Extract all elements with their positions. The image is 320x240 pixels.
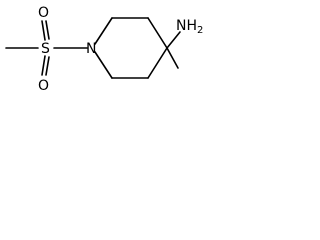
bond-c4-methyl [166, 47, 179, 69]
bond-n-c2 [94, 17, 113, 45]
bond-s-o-top-b [45, 20, 50, 40]
bond-c3-c4 [147, 17, 168, 49]
atom-o-bottom: O [38, 78, 49, 94]
atom-n-amine: NH2 [176, 18, 203, 36]
bond-s-o-top-a [41, 20, 46, 41]
bond-s-o-bottom-a [41, 55, 46, 76]
atom-o-top: O [38, 5, 49, 21]
atom-s: S [41, 41, 50, 57]
bond-c6-n [94, 51, 113, 79]
atom-n-ring: N [86, 41, 96, 57]
chemical-structure: NH2 N S O O [5, 5, 203, 94]
bond-c4-nh2 [166, 31, 181, 49]
bond-s-o-bottom-b [45, 56, 50, 76]
bond-c4-c5 [147, 47, 168, 79]
